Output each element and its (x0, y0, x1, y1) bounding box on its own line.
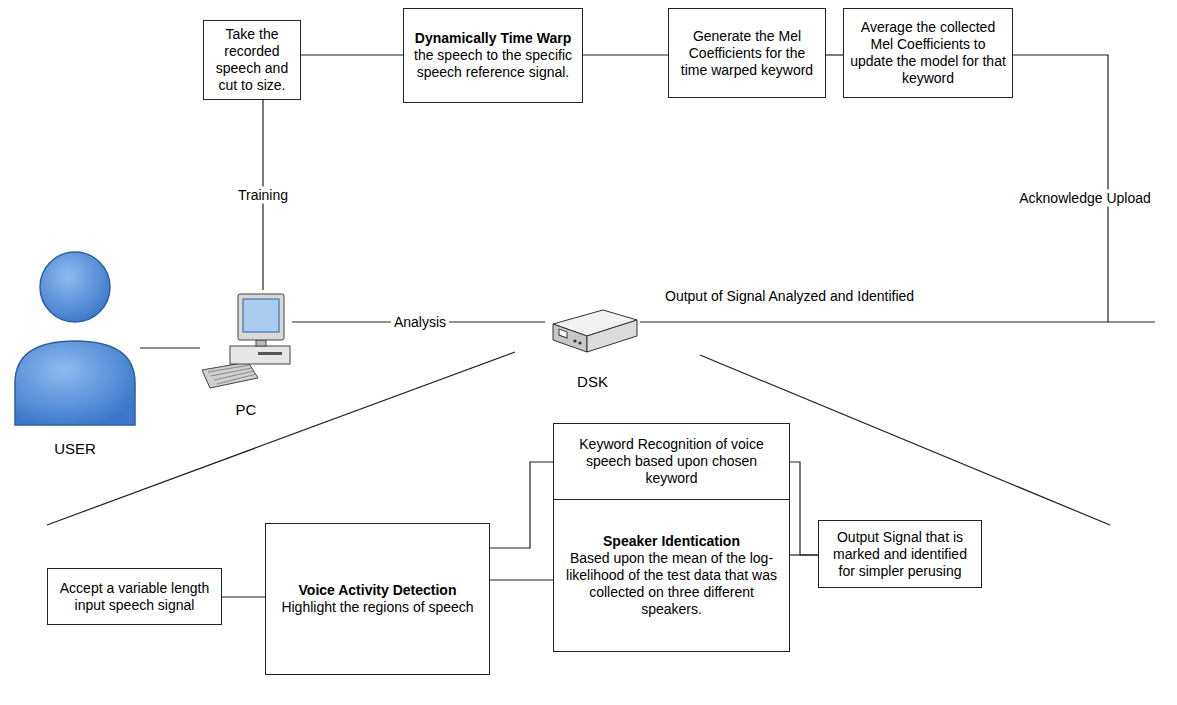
process-box: Take the recorded speech and cut to size… (203, 20, 301, 100)
keyboard (202, 362, 258, 388)
connector-line (583, 54, 668, 55)
monitor-stand (256, 340, 266, 346)
connector-line (790, 462, 818, 555)
dsk-figure: DSK (545, 308, 640, 390)
connector-line (140, 347, 200, 348)
pc-icon (200, 290, 292, 418)
box-text: Highlight the regions of speech (281, 599, 473, 616)
user-icon (10, 243, 140, 457)
connector-line (490, 579, 553, 580)
connector-line (826, 54, 843, 55)
user-figure: USER (10, 243, 140, 457)
box-text: Average the collected Mel Coefficients t… (850, 19, 1006, 87)
box-heading: Voice Activity Detection (299, 582, 457, 599)
keyboard-keys (214, 371, 254, 380)
box-text: Output Signal that is marked and identif… (825, 529, 975, 580)
edge-label: Analysis (391, 314, 449, 331)
keyboard-keys (208, 365, 250, 372)
connector-line (301, 54, 403, 55)
user-body (15, 341, 135, 425)
keyboard-keys (211, 368, 252, 376)
connector-line (222, 596, 265, 597)
screen (243, 299, 279, 332)
dsk-side (587, 320, 637, 352)
process-box: Average the collected Mel Coefficients t… (843, 8, 1013, 98)
connector-line (490, 462, 553, 548)
dsk-led (573, 339, 576, 342)
box-text: Generate the Mel Coefficients for the ti… (675, 28, 819, 79)
process-box: Dynamically Time Warpthe speech to the s… (403, 8, 583, 103)
process-box: Generate the Mel Coefficients for the ti… (668, 8, 826, 98)
box-heading: Speaker Identication (603, 533, 740, 550)
pc-figure: PC (200, 290, 292, 418)
process-box: Accept a variable length input speech si… (47, 568, 222, 625)
keyboard-keys (217, 374, 256, 384)
drive-slot (258, 352, 282, 355)
figure-label: USER (10, 440, 140, 457)
box-text: Accept a variable length input speech si… (54, 580, 215, 614)
desktop-unit (230, 346, 290, 364)
output-line (1108, 321, 1155, 322)
edge-label: Training (235, 187, 291, 204)
process-box: Output Signal that is marked and identif… (818, 520, 982, 588)
signal-label: Output of Signal Analyzed and Identified (662, 288, 917, 305)
box-text: Take the recorded speech and cut to size… (210, 26, 294, 94)
monitor (238, 294, 284, 340)
figure-label: PC (200, 401, 292, 418)
process-box: Keyword Recognition of voice speech base… (553, 423, 790, 500)
connector-line (790, 554, 818, 555)
box-heading: Dynamically Time Warp (415, 30, 571, 47)
dsk-front (553, 324, 587, 352)
process-box: Speaker IdenticationBased upon the mean … (553, 499, 790, 652)
box-text: the speech to the specific speech refere… (410, 47, 576, 81)
edge-label: Acknowledge Upload (1016, 190, 1154, 207)
user-head (40, 252, 110, 322)
box-text: Keyword Recognition of voice speech base… (560, 436, 783, 487)
dsk-led (578, 341, 581, 344)
figure-label: DSK (545, 373, 640, 390)
process-box: Voice Activity DetectionHighlight the re… (265, 523, 490, 675)
box-text: Based upon the mean of the log-likelihoo… (560, 550, 783, 618)
dsk-port (559, 329, 567, 338)
